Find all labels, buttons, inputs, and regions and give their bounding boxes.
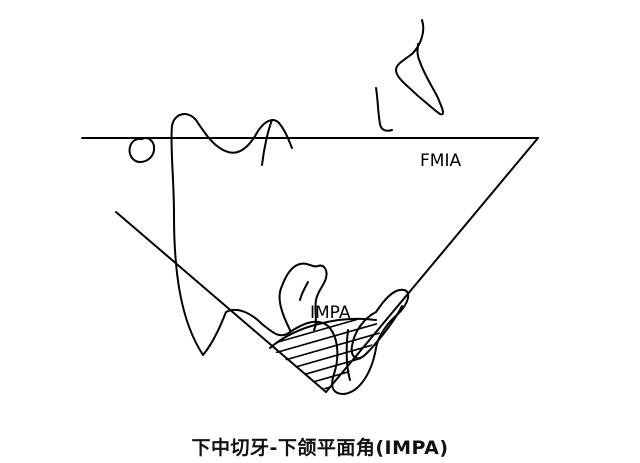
mandibular-plane-line (116, 212, 326, 392)
impa-label: IMPA (310, 303, 351, 323)
fmia-label: FMIA (420, 151, 461, 171)
incisor-axis-line (326, 138, 538, 392)
coronoid-process (262, 120, 272, 165)
nose-profile (396, 20, 443, 114)
figure-caption: 下中切牙-下颌平面角(IMPA) (0, 433, 640, 460)
orbit-line (376, 88, 392, 131)
porion-ring (130, 138, 155, 162)
molar-root (300, 282, 308, 300)
mandible-lower-border (203, 310, 290, 355)
mandible-outline (171, 114, 292, 355)
